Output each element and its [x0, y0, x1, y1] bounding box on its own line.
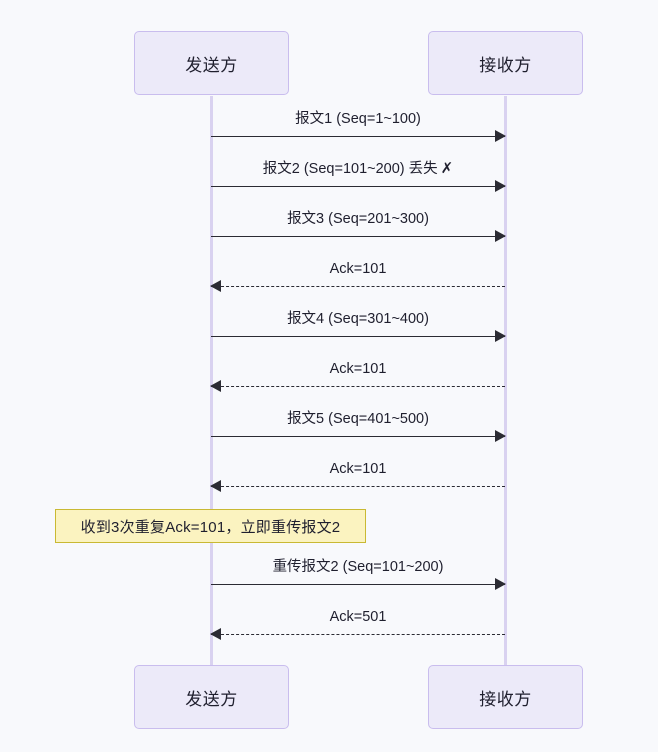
message-m4[interactable]: Ack=101 — [210, 260, 505, 294]
arrow-head-left-icon — [210, 380, 221, 392]
arrow-head-right-icon — [495, 230, 506, 242]
message-label: 报文1 (Seq=1~100) — [295, 111, 421, 127]
message-line — [211, 634, 505, 635]
message-label: Ack=101 — [329, 361, 387, 377]
message-m3[interactable]: 报文3 (Seq=201~300) — [211, 210, 506, 244]
participant-label: 发送方 — [185, 55, 238, 75]
message-m6[interactable]: Ack=101 — [210, 360, 505, 394]
message-label: Ack=101 — [329, 461, 387, 477]
arrow-head-right-icon — [495, 330, 506, 342]
arrow-head-right-icon — [495, 430, 506, 442]
message-line — [211, 386, 505, 387]
arrow-head-left-icon — [210, 480, 221, 492]
message-line — [211, 336, 505, 337]
message-m10[interactable]: Ack=501 — [210, 608, 505, 642]
participant-label: 发送方 — [185, 689, 238, 709]
message-label: Ack=101 — [329, 261, 387, 277]
note-text: 收到3次重复Ack=101，立即重传报文2 — [80, 518, 341, 536]
note-n1[interactable]: 收到3次重复Ack=101，立即重传报文2 — [55, 509, 366, 543]
message-line — [211, 186, 505, 187]
message-m2[interactable]: 报文2 (Seq=101~200) 丢失✗ — [211, 160, 506, 194]
participant-receiver-top[interactable]: 接收方 — [428, 31, 583, 95]
message-m8[interactable]: Ack=101 — [210, 460, 505, 494]
message-m7[interactable]: 报文5 (Seq=401~500) — [211, 410, 506, 444]
participant-label: 接收方 — [479, 55, 532, 75]
participant-receiver-bottom[interactable]: 接收方 — [428, 665, 583, 729]
message-line — [211, 436, 505, 437]
message-label: 报文2 (Seq=101~200) 丢失✗ — [262, 160, 454, 177]
message-m5[interactable]: 报文4 (Seq=301~400) — [211, 310, 506, 344]
message-label: 重传报文2 (Seq=101~200) — [272, 559, 444, 575]
participant-label: 接收方 — [479, 689, 532, 709]
participant-sender-top[interactable]: 发送方 — [134, 31, 289, 95]
message-m9[interactable]: 重传报文2 (Seq=101~200) — [211, 558, 506, 592]
arrow-head-right-icon — [495, 130, 506, 142]
arrow-head-left-icon — [210, 628, 221, 640]
lifeline-receiver — [504, 96, 507, 667]
message-line — [211, 584, 505, 585]
message-label: 报文3 (Seq=201~300) — [287, 211, 429, 227]
message-label: Ack=501 — [329, 609, 387, 625]
message-line — [211, 236, 505, 237]
message-label: 报文5 (Seq=401~500) — [287, 411, 429, 427]
message-line — [211, 136, 505, 137]
message-m1[interactable]: 报文1 (Seq=1~100) — [211, 110, 506, 144]
message-line — [211, 486, 505, 487]
message-line — [211, 286, 505, 287]
message-label: 报文4 (Seq=301~400) — [287, 311, 429, 327]
arrow-head-right-icon — [495, 578, 506, 590]
arrow-head-right-icon — [495, 180, 506, 192]
arrow-head-left-icon — [210, 280, 221, 292]
loss-cross-icon: ✗ — [440, 160, 454, 177]
participant-sender-bottom[interactable]: 发送方 — [134, 665, 289, 729]
